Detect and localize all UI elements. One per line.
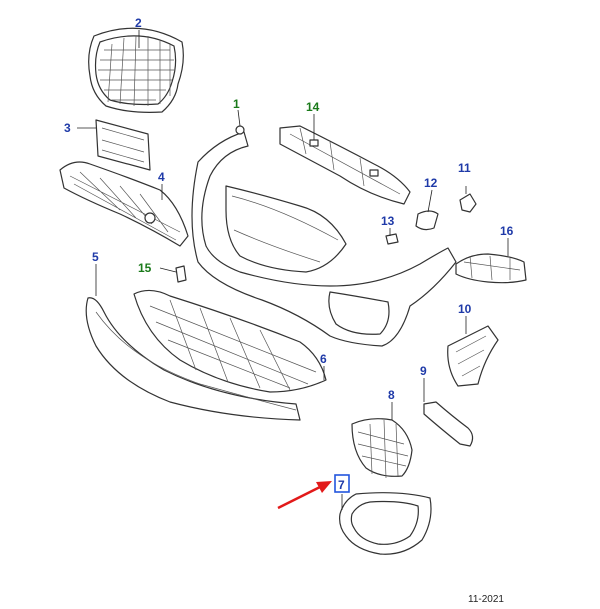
part-11-bracket[interactable] bbox=[459, 186, 477, 213]
part-3-plate-bracket[interactable] bbox=[95, 119, 151, 171]
part-16-side-bracket[interactable] bbox=[455, 253, 527, 284]
callout-5[interactable]: 5 bbox=[92, 250, 99, 264]
part-1-bumper-cover[interactable] bbox=[191, 125, 457, 347]
callout-16[interactable]: 16 bbox=[500, 224, 514, 238]
date-code: 11-2021 bbox=[468, 594, 504, 605]
part-6-undertray[interactable] bbox=[133, 289, 327, 393]
part-12-bracket[interactable] bbox=[415, 210, 439, 231]
callout-1[interactable]: 1 bbox=[233, 97, 240, 111]
red-arrow-icon bbox=[277, 481, 332, 510]
callout-3[interactable]: 3 bbox=[64, 121, 71, 135]
callout-15[interactable]: 15 bbox=[138, 261, 152, 275]
callout-7-highlight-box bbox=[334, 474, 350, 493]
part-9-side-trim[interactable] bbox=[423, 401, 474, 447]
part-10-bracket[interactable] bbox=[447, 325, 499, 387]
part-13-clip[interactable] bbox=[385, 233, 399, 245]
part-2-grille[interactable] bbox=[88, 27, 184, 113]
part-8-fog-grille[interactable] bbox=[351, 418, 413, 479]
part-7-fog-bezel[interactable] bbox=[339, 492, 432, 555]
callout-2[interactable]: 2 bbox=[135, 16, 142, 30]
callout-10[interactable]: 10 bbox=[458, 302, 472, 316]
callout-labels: 1 2 3 4 5 6 7 8 9 10 11 12 13 14 15 16 bbox=[64, 16, 514, 493]
callout-6[interactable]: 6 bbox=[320, 352, 327, 366]
part-4-lower-grille-insert[interactable] bbox=[59, 161, 189, 247]
callout-12[interactable]: 12 bbox=[424, 176, 438, 190]
part-14-upper-reinforcement[interactable] bbox=[279, 125, 411, 205]
callout-14[interactable]: 14 bbox=[306, 100, 320, 114]
callout-7[interactable]: 7 bbox=[338, 478, 345, 492]
leader-lines bbox=[77, 30, 509, 420]
callout-4[interactable]: 4 bbox=[158, 170, 165, 184]
callout-8[interactable]: 8 bbox=[388, 388, 395, 402]
part-15-clip[interactable] bbox=[175, 265, 187, 283]
callout-11[interactable]: 11 bbox=[458, 161, 471, 175]
callout-13[interactable]: 13 bbox=[381, 214, 395, 228]
callout-9[interactable]: 9 bbox=[420, 364, 427, 378]
part-5-lower-spoiler[interactable] bbox=[85, 297, 301, 421]
